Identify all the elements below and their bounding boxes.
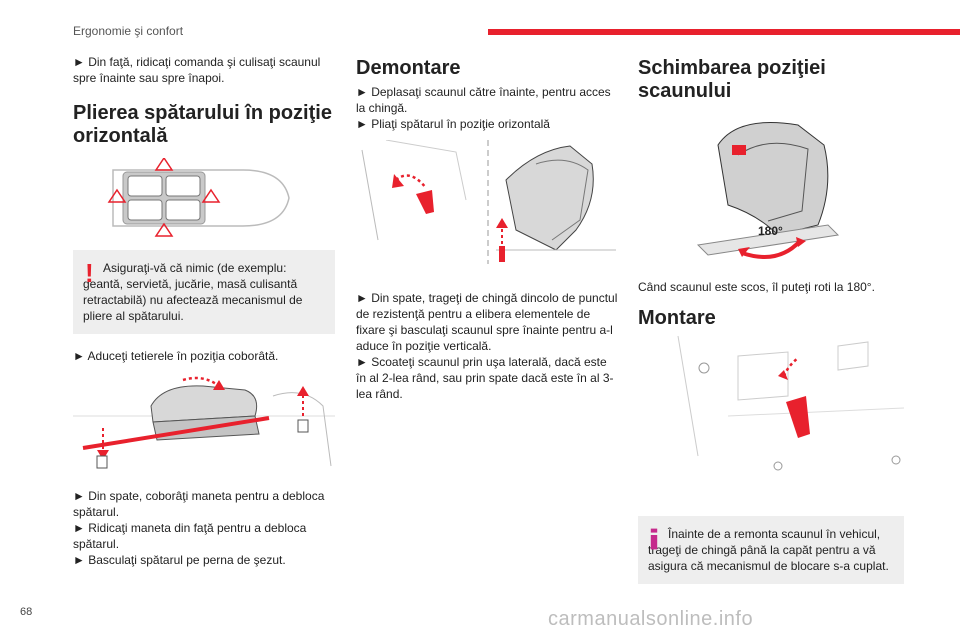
- paragraph-remove-seat: ► Scoateţi scaunul prin uşa laterală, da…: [356, 355, 614, 401]
- watermark-text: carmanualsonline.info: [548, 608, 754, 630]
- heading-change-position: Schimbarea poziţiei scaunului: [638, 57, 826, 102]
- rotation-label: 180°: [758, 224, 783, 238]
- illustration-fold-backrest: [73, 376, 335, 472]
- paragraph-raise-lever: ► Ridicaţi maneta din faţă pentru a debl…: [73, 521, 307, 551]
- column-2: Demontare ► Deplasaţi scaunul către înai…: [356, 57, 620, 402]
- illustration-install: [638, 336, 904, 492]
- illustration-removal: [356, 140, 620, 264]
- section-title: Ergonomie şi confort: [73, 24, 184, 38]
- info-text: Înainte de a remonta scaunul în vehicul,…: [648, 527, 889, 573]
- install-diagram: [677, 336, 904, 471]
- heading-removal: Demontare: [356, 57, 461, 79]
- heading-fold-backrest: Plierea spătarului în poziţie orizontală: [73, 102, 332, 147]
- paragraph-headrests: ► Aduceţi tetierele în poziţia coborâtă.: [73, 349, 279, 363]
- paragraph-rotate: Când scaunul este scos, îl puteţi roti l…: [638, 280, 875, 294]
- van-seats-diagram: [107, 158, 290, 237]
- info-box: Înainte de a remonta scaunul în vehicul,…: [638, 516, 904, 584]
- rotate-seat-diagram: 180°: [696, 122, 840, 259]
- paragraph-tilt-backrest: ► Basculaţi spătarul pe perna de şezut.: [73, 553, 286, 567]
- paragraph-move-seat: ► Deplasaţi scaunul către înainte, pentr…: [356, 85, 611, 115]
- column-1: ► Din faţă, ridicaţi comanda şi culisaţi…: [73, 54, 335, 568]
- warning-box: ! Asiguraţi-vă că nimic (de exemplu: gea…: [73, 250, 335, 334]
- heading-installation: Montare: [638, 307, 716, 329]
- paragraph-fold-horizontal: ► Pliaţi spătarul în poziţie orizontală: [356, 117, 550, 131]
- paragraph-pull-strap: ► Din spate, trageţi de chingă dincolo d…: [356, 291, 618, 353]
- page-number: 68: [20, 606, 33, 618]
- paragraph-slide-seat: ► Din faţă, ridicaţi comanda şi culisaţi…: [73, 55, 321, 85]
- removal-diagram: [361, 140, 616, 264]
- warning-text: Asiguraţi-vă că nimic (de exemplu: geant…: [83, 261, 303, 323]
- column-3: Schimbarea poziţiei scaunului 180° Când …: [638, 57, 904, 584]
- illustration-rotate-seat: 180°: [638, 115, 904, 269]
- paragraph-lower-lever: ► Din spate, coborâţi maneta pentru a de…: [73, 489, 325, 519]
- illustration-van-seats: [73, 158, 335, 238]
- warning-icon: !: [85, 258, 94, 288]
- header-accent-bar: [488, 29, 960, 35]
- fold-backrest-diagram: [73, 376, 335, 469]
- info-icon: [650, 528, 658, 550]
